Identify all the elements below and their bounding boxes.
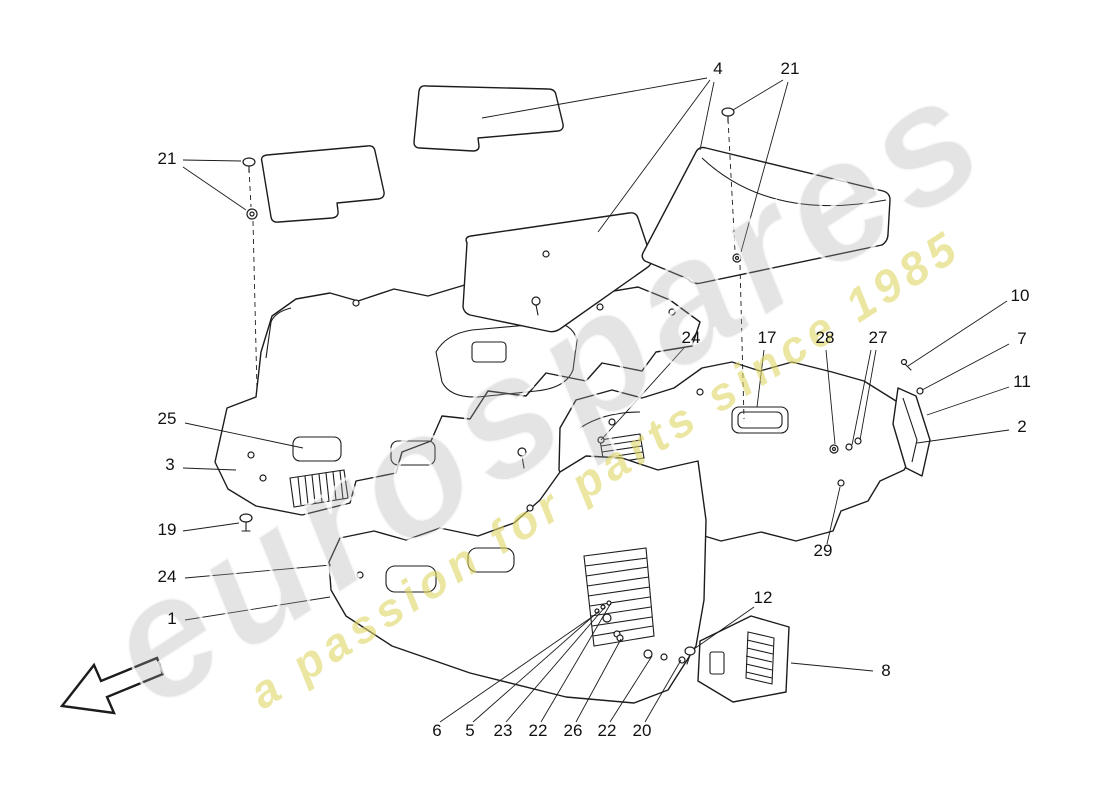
clip-27a	[845, 443, 853, 451]
part-number-callout[interactable]: 23	[493, 721, 513, 740]
part-number-callout[interactable]: 10	[1010, 286, 1030, 305]
floor-mats	[260, 85, 891, 333]
part-number-callout[interactable]: 5	[465, 721, 475, 740]
part-number-callout[interactable]: 26	[563, 721, 583, 740]
side-trim-outline	[892, 387, 931, 477]
part-number-callout[interactable]: 29	[813, 541, 833, 560]
clip-27b	[854, 437, 862, 445]
moulded-carpet-3-outline	[214, 283, 701, 516]
carpet-2-insert-17	[731, 406, 789, 434]
carpet-1-slot	[385, 565, 437, 593]
bracket-panel-hatch	[745, 639, 774, 679]
carpet-3-tread-hatch	[297, 470, 344, 506]
carpet-3-insert-25	[292, 436, 342, 462]
part-number-callout[interactable]: 17	[757, 328, 777, 347]
part-number-callout[interactable]: 24	[681, 328, 701, 347]
part-number-callout[interactable]: 2	[1017, 417, 1027, 436]
part-number-callout[interactable]: 24	[157, 567, 177, 586]
pedal-pad	[583, 547, 655, 647]
carpet-moldings	[214, 283, 931, 704]
part-number-callout[interactable]: 22	[528, 721, 548, 740]
part-number-callout[interactable]: 7	[1017, 329, 1027, 348]
part-number-callout[interactable]: 25	[157, 409, 177, 428]
leader-lines	[182, 77, 1010, 723]
fastener-29	[837, 479, 845, 487]
part-number-callout[interactable]: 6	[432, 721, 442, 740]
part-number-callout[interactable]: 3	[165, 455, 175, 474]
construction-lines	[248, 118, 745, 420]
part-number-callout[interactable]: 27	[868, 328, 888, 347]
rear-mat-left-outline	[260, 145, 385, 223]
screw-10	[900, 358, 908, 366]
front-mat-right-outline	[641, 146, 891, 285]
part-number-callout[interactable]: 28	[815, 328, 835, 347]
carpet-3-tunnel	[435, 322, 578, 398]
part-number-callout[interactable]: 8	[881, 661, 891, 680]
part-number-callout[interactable]: 21	[157, 149, 177, 168]
part-number-callout[interactable]: 4	[713, 59, 723, 78]
part-number-callout[interactable]: 1	[167, 609, 177, 628]
clip-7	[916, 387, 924, 395]
part-number-callout[interactable]: 21	[780, 59, 800, 78]
rear-mat-right-outline	[413, 85, 564, 152]
part-number-callout[interactable]: 12	[753, 588, 773, 607]
part-number-callout[interactable]: 20	[632, 721, 652, 740]
carpet-1-outline	[328, 455, 707, 704]
bracket-panel-8-outline	[697, 615, 790, 703]
part-number-callout[interactable]: 19	[157, 520, 177, 539]
part-number-callout[interactable]: 11	[1013, 372, 1031, 391]
part-number-callout[interactable]: 22	[597, 721, 617, 740]
direction-arrow	[59, 656, 165, 715]
pedal-pad-hatch	[584, 557, 654, 637]
